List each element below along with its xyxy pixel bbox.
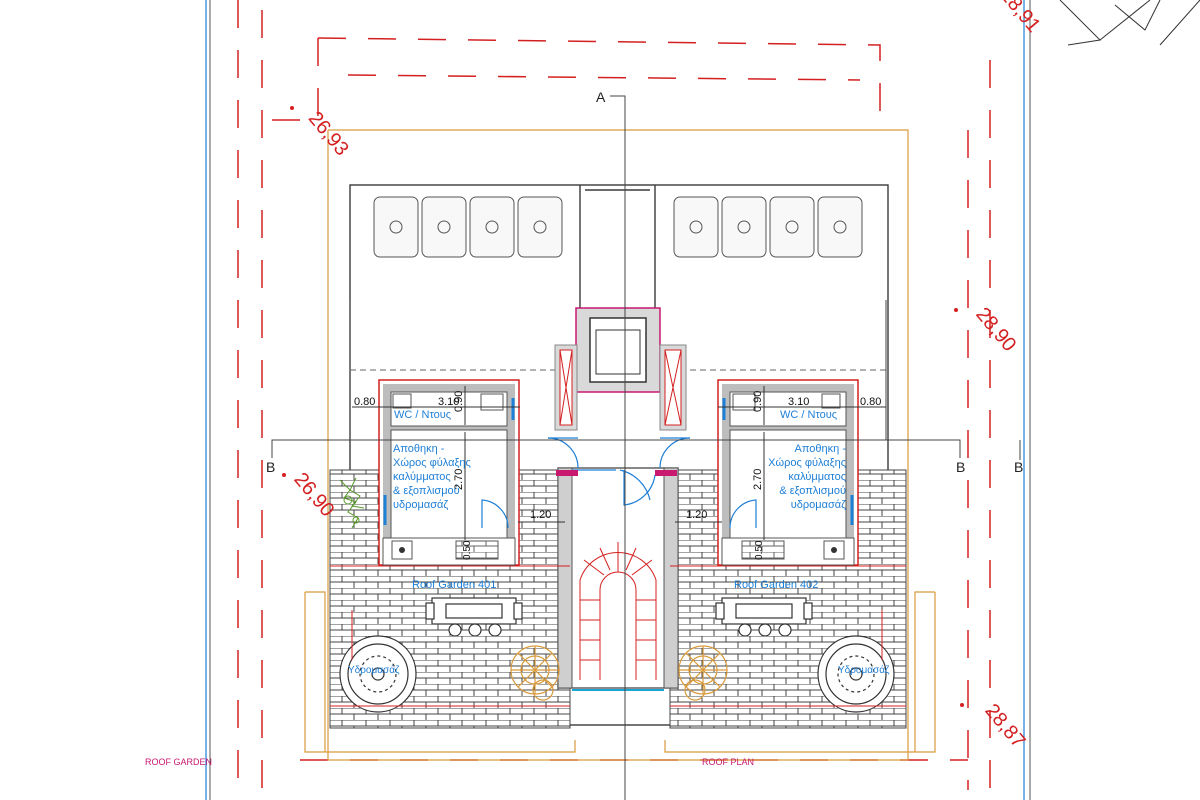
dim-right-090: 0.90	[752, 391, 764, 412]
section-mark-b-right-1: B	[956, 459, 965, 475]
solar-panels-left	[373, 196, 563, 258]
storage-block-left	[378, 379, 520, 566]
building-outline	[349, 184, 889, 726]
central-staircase	[557, 467, 679, 691]
storage-block-right	[717, 379, 859, 566]
storage-label-right-1: Αποθηκη -	[795, 443, 847, 455]
dim-left-310: 3.10	[438, 396, 459, 408]
garden-label-402: Roof Garden 402	[734, 579, 818, 591]
storage-label-right-5: υδρομασάζ	[791, 499, 846, 511]
dim-right-120: 1.20	[686, 509, 707, 521]
section-mark-b-right-2: B	[1014, 459, 1023, 475]
dim-left-small: 0.50	[462, 540, 473, 560]
storage-label-right-4: & εξοπλισμού	[779, 485, 846, 497]
storage-label-right-3: καλύμματος	[788, 471, 846, 483]
storage-label-left-3: καλύμματος	[393, 471, 451, 483]
elevation-right-mid: 28,90	[971, 303, 1020, 355]
dim-left-270: 2.70	[453, 469, 465, 490]
elevator-core	[554, 307, 687, 431]
dim-right-small: 0.50	[754, 540, 765, 560]
wc-label-left: WC / Ντους	[394, 409, 451, 421]
plant-symbol	[339, 477, 365, 529]
jacuzzi-left	[339, 635, 417, 713]
storage-label-left-4: & εξοπλισμού	[393, 485, 460, 497]
storage-label-right-2: Χώρος φύλαξης	[768, 457, 846, 469]
outdoor-table-right	[715, 597, 813, 637]
dim-left-090: 0.90	[453, 391, 465, 412]
umbrella-right	[678, 645, 728, 701]
outdoor-table-left	[425, 597, 523, 637]
section-mark-b-left: B	[266, 459, 275, 475]
elevation-right-low: 28,87	[980, 700, 1029, 752]
garden-red-lines	[330, 565, 906, 707]
caption-roof-plan: ROOF PLAN	[702, 757, 754, 767]
dimension-lines	[352, 386, 886, 540]
elevation-top-right: 28,91	[996, 0, 1045, 37]
dim-right-310: 3.10	[788, 396, 809, 408]
storage-label-left-2: Χώρος φύλαξης	[393, 457, 471, 469]
dim-right-080: 0.80	[860, 396, 881, 408]
jacuzzi-right	[817, 635, 895, 713]
storage-label-left-1: Αποθηκη -	[393, 443, 445, 455]
umbrella-left	[510, 645, 560, 701]
roof-edge-outline	[304, 129, 936, 761]
garden-label-401: Roof Garden 401	[412, 579, 496, 591]
core-doors	[547, 437, 691, 506]
dim-left-080: 0.80	[354, 396, 375, 408]
caption-roof-garden: ROOF GARDEN	[145, 757, 212, 767]
section-lines	[271, 95, 1021, 800]
section-mark-a: A	[596, 89, 606, 105]
jacuzzi-label-right: Υδρομασάζ	[838, 664, 890, 676]
elevation-points	[282, 106, 964, 707]
dim-left-120: 1.20	[530, 509, 551, 521]
north-arrow	[1059, 0, 1200, 46]
dim-right-270: 2.70	[752, 469, 764, 490]
jacuzzi-label-left: Υδρομασάζ	[348, 664, 400, 676]
solar-panels-right	[673, 196, 863, 258]
wc-label-right: WC / Ντους	[780, 409, 837, 421]
storage-label-left-5: υδρομασάζ	[393, 499, 448, 511]
plot-boundary	[205, 0, 1031, 800]
